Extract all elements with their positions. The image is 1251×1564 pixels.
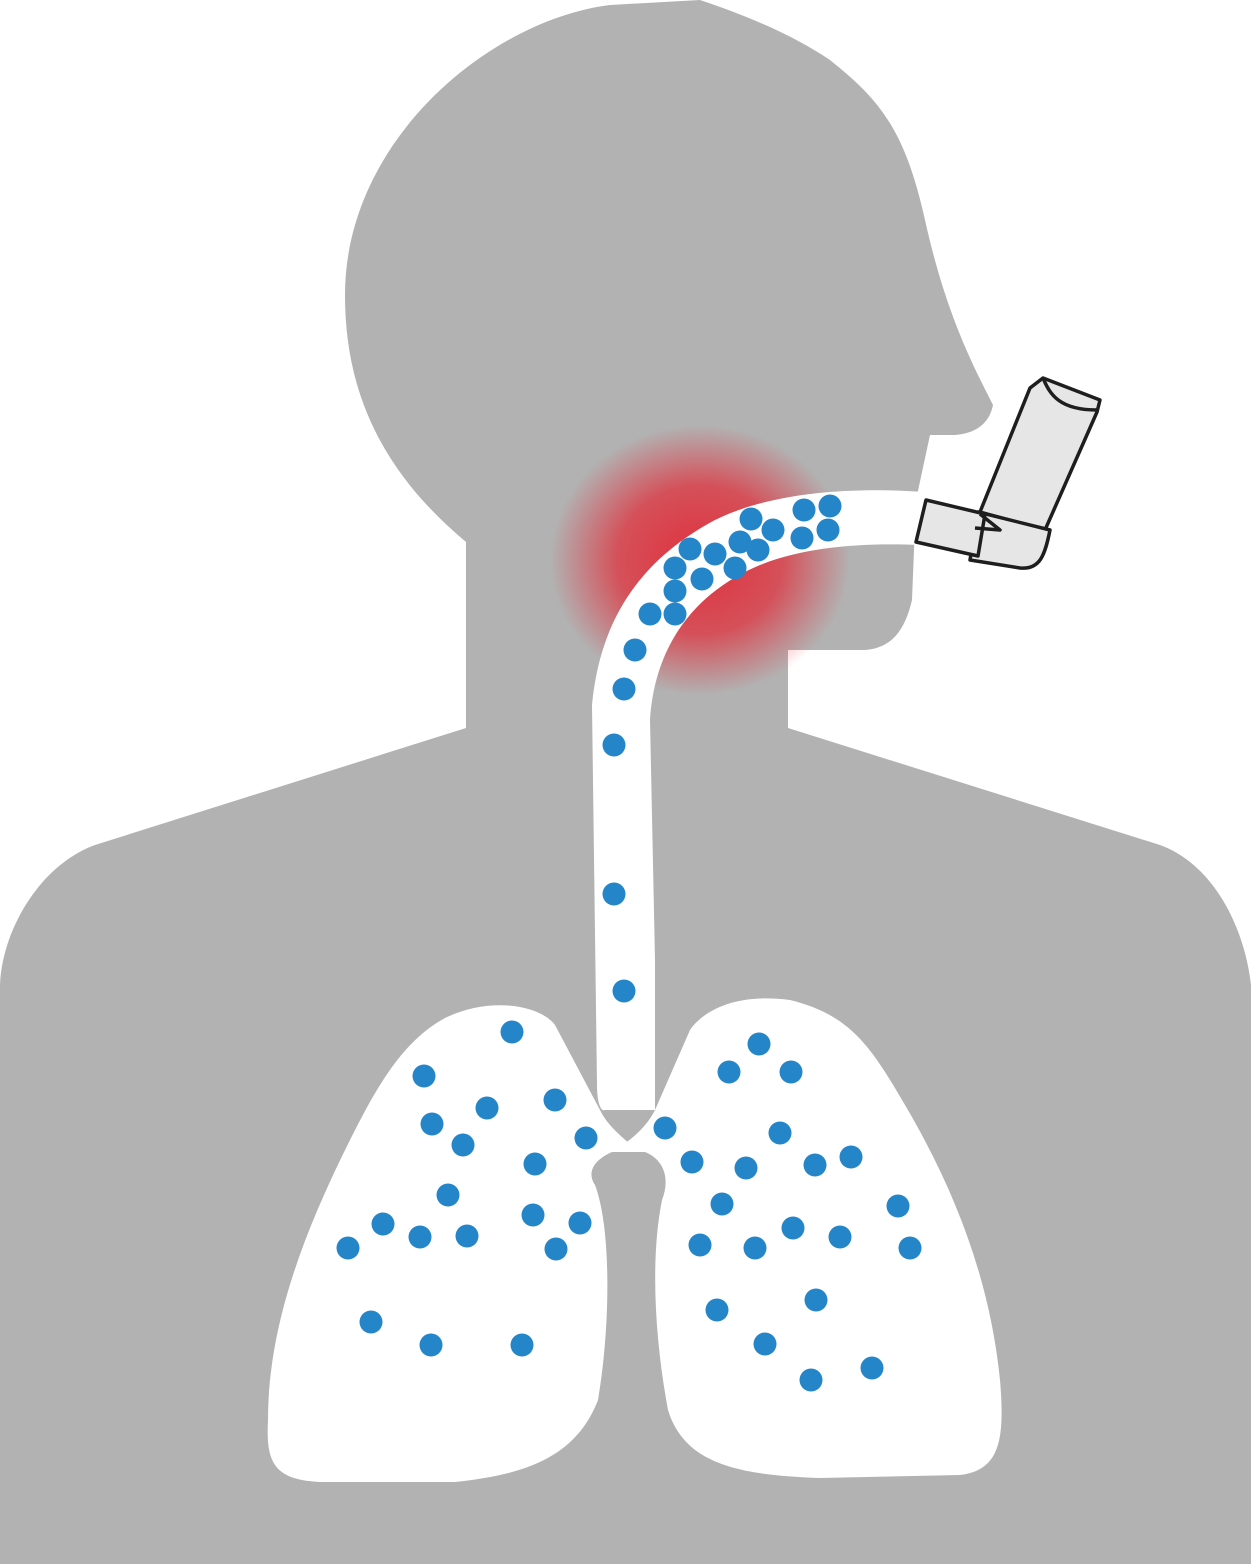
medication-particle [602,733,626,757]
medication-particle [688,1233,712,1257]
inhaler-icon [914,376,1102,570]
medication-particle [816,518,840,542]
medication-particle [612,979,636,1003]
medication-particle [523,1152,547,1176]
medication-particle [419,1333,443,1357]
medication-particle [543,1088,567,1112]
medication-particle [412,1064,436,1088]
medication-particle [544,1237,568,1261]
medication-particle [818,494,842,518]
airway-tube [592,490,925,1111]
medication-particle [753,1332,777,1356]
medication-particle [743,1236,767,1260]
medication-particle [663,556,687,580]
medication-particle [408,1225,432,1249]
medication-particle [436,1183,460,1207]
medication-particle [612,677,636,701]
medication-particle [638,602,662,626]
medication-particle [734,1156,758,1180]
medication-particle [710,1192,734,1216]
medication-particle [739,507,763,531]
medication-particle [790,526,814,550]
medication-particle [336,1236,360,1260]
medication-particle [792,498,816,522]
medication-particle [359,1310,383,1334]
medication-particle [723,556,747,580]
medication-particle [568,1211,592,1235]
medication-particle [828,1225,852,1249]
medication-particle [602,882,626,906]
medication-particle [746,538,770,562]
medication-particle [500,1020,524,1044]
medication-particle [761,518,785,542]
medication-particle [781,1216,805,1240]
medication-particle [420,1112,444,1136]
medication-particle [678,537,702,561]
medication-particle [728,530,752,554]
medication-particle [623,638,647,662]
medication-particles [336,494,922,1392]
medication-particle [703,542,727,566]
medication-particle [574,1126,598,1150]
medication-particle [705,1298,729,1322]
left-lung [267,1005,640,1482]
medication-particle [455,1224,479,1248]
medication-particle [799,1368,823,1392]
medication-particle [690,567,714,591]
medication-particle [768,1121,792,1145]
medication-particle [717,1060,741,1084]
medication-particle [451,1133,475,1157]
medication-particle [779,1060,803,1084]
medication-particle [653,1116,677,1140]
medication-particle [860,1356,884,1380]
medication-particle [839,1145,863,1169]
medication-particle [886,1194,910,1218]
medication-particle [663,579,687,603]
medication-particle [803,1153,827,1177]
medication-particle [663,602,687,626]
medication-particle [898,1236,922,1260]
medication-particle [510,1333,534,1357]
medication-particle [521,1203,545,1227]
medication-particle [371,1212,395,1236]
medication-particle [475,1096,499,1120]
medication-particle [747,1032,771,1056]
right-lung [612,998,1002,1478]
medication-particle [680,1150,704,1174]
medication-particle [804,1288,828,1312]
